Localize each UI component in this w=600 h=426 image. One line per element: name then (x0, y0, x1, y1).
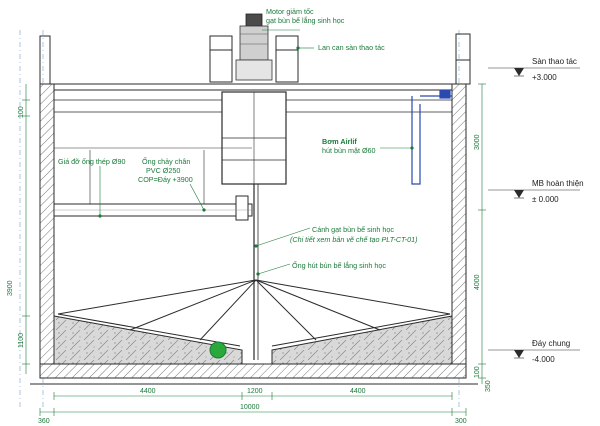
airlift-pump (411, 89, 452, 185)
base-slab (39, 363, 467, 379)
level-finish-value: ± 0.000 (532, 195, 559, 204)
railing-left (209, 35, 299, 83)
level-platform-name: Sàn thao tác (532, 57, 577, 66)
label-motor-2: gạt bùn bể lắng sinh học (266, 16, 345, 25)
label-pipe-support: Giá đỡ ống thép Ø90 (58, 157, 125, 166)
dim-left-top: 100 (18, 106, 25, 118)
level-finish-name: MB hoàn thiện (532, 179, 584, 188)
dim-bottom-center: 1200 (247, 388, 263, 395)
label-inlet-2: PVC Ø250 (146, 166, 180, 175)
right-wall (451, 83, 467, 375)
center-drum (221, 91, 287, 185)
level-bottom-value: -4.000 (532, 355, 555, 364)
label-inlet-1: Ống chảy chân (142, 156, 190, 166)
label-scraper-2: (Chi tiết xem bản vẽ chế tạo PLT-CT-01) (290, 235, 418, 244)
dim-left-total: 3900 (7, 280, 14, 296)
dim-wall-left: 360 (38, 418, 50, 425)
dim-left-bottom: 1100 (18, 333, 25, 348)
label-railing: Lan can sàn thao tác (318, 43, 385, 52)
level-marker-bottom: Đáy chung -4.000 (488, 339, 580, 364)
floor-slope-right (271, 315, 453, 365)
level-marker-finish: MB hoàn thiện ± 0.000 (488, 179, 584, 204)
dim-left: 100 3900 1100 (7, 84, 30, 374)
dim-bottom: 4400 1200 4400 10000 360 300 (38, 388, 467, 425)
scraper-arms (57, 279, 451, 347)
dim-right-base2: 350 (485, 380, 492, 392)
gear-motor (235, 13, 273, 81)
floor-slope-left (53, 315, 243, 365)
label-airlift-1: Bơm Airlif (322, 137, 357, 146)
dim-right-lower: 4000 (474, 274, 481, 290)
leader-lines (98, 29, 414, 276)
left-wall (39, 83, 55, 375)
label-sludge-pipe: Ống hút bùn bể lắng sinh học (292, 260, 386, 270)
dim-bottom-left: 4400 (140, 388, 156, 395)
label-scraper-1: Cánh gạt bùn bể sinh học (312, 225, 394, 234)
label-airlift-2: hút bùn mặt Ø60 (322, 146, 376, 155)
railing-right (39, 33, 471, 85)
dim-right-base: 100 (474, 366, 481, 378)
label-inlet-3: COP=Đáy +3900 (138, 175, 193, 184)
walkway-slab (53, 83, 453, 91)
level-platform-value: +3.000 (532, 73, 557, 82)
dim-bottom-right: 4400 (350, 388, 366, 395)
dim-right-upper: 3000 (474, 134, 481, 150)
level-bottom-name: Đáy chung (532, 339, 570, 348)
level-marker-platform: Sàn thao tác +3.000 (488, 57, 580, 82)
dim-wall-right: 300 (455, 418, 467, 425)
dim-total-width: 10000 (240, 404, 260, 411)
sludge-sump (209, 341, 227, 359)
label-motor-1: Motor giảm tốc (266, 7, 314, 16)
inlet-pipe (53, 195, 253, 221)
dim-right: 3000 4000 100 350 (474, 83, 492, 392)
